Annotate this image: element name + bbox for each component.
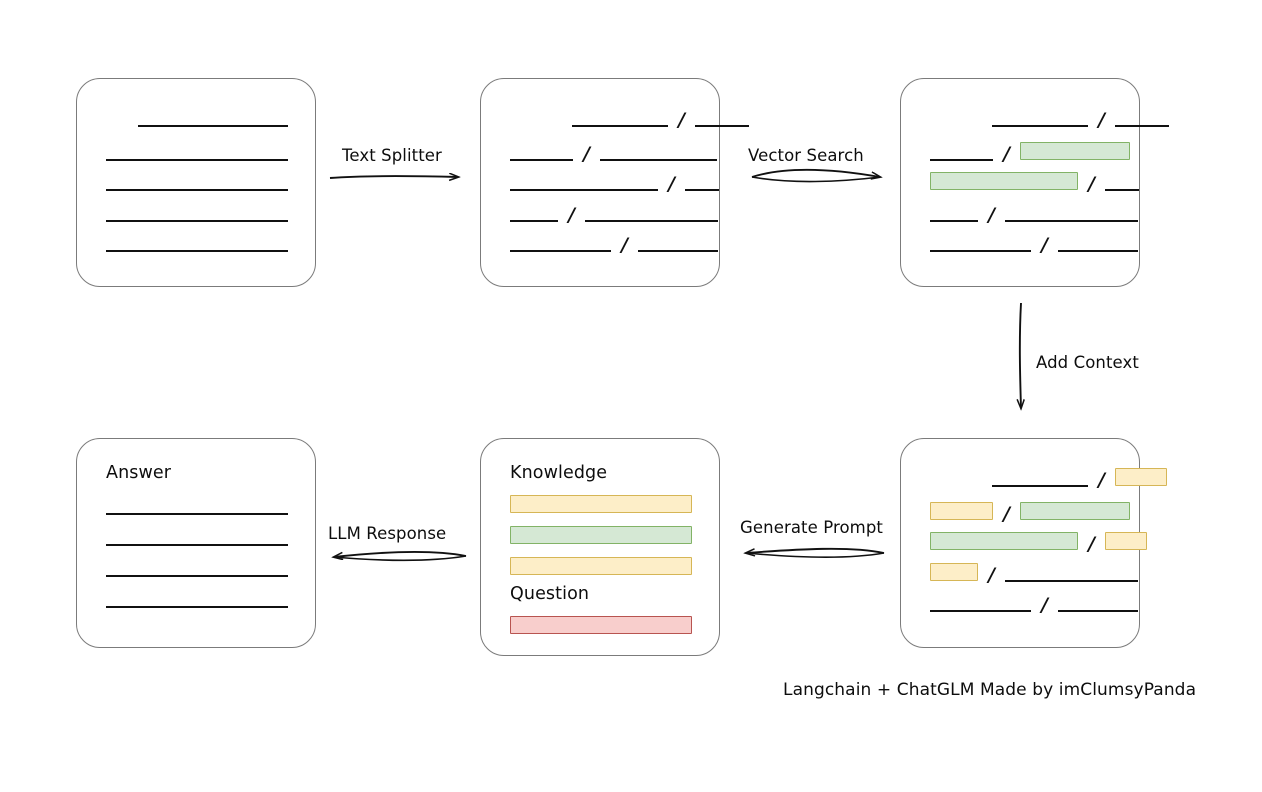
text-rule bbox=[930, 250, 1031, 252]
chunk-separator-slash: / bbox=[1088, 172, 1095, 195]
edge-vector-search bbox=[751, 168, 880, 183]
text-rule bbox=[510, 250, 611, 252]
text-rule bbox=[695, 125, 749, 127]
edge-text-splitter bbox=[329, 176, 458, 178]
chunk-separator-slash: / bbox=[988, 203, 995, 226]
highlight-chip-green[interactable] bbox=[930, 172, 1078, 190]
highlight-chip-green[interactable] bbox=[1020, 502, 1130, 520]
text-rule bbox=[930, 610, 1031, 612]
edge-generate-prompt bbox=[746, 547, 885, 558]
text-rule bbox=[1058, 610, 1138, 612]
text-rule bbox=[1058, 250, 1138, 252]
chunk-separator-slash: / bbox=[1041, 593, 1048, 616]
context-chunks-card[interactable]: / / / / / bbox=[900, 438, 1167, 648]
edge-llm-response bbox=[334, 550, 467, 562]
chunk-separator-slash: / bbox=[678, 108, 685, 131]
text-rule bbox=[1005, 220, 1138, 222]
answer-text-rule bbox=[106, 544, 288, 546]
text-rule bbox=[1005, 580, 1138, 582]
text-rule bbox=[106, 220, 288, 222]
chunk-separator-slash: / bbox=[568, 203, 575, 226]
edge-label-vector-search: Vector Search bbox=[748, 146, 864, 165]
knowledge-bar-3[interactable] bbox=[510, 557, 692, 575]
edge-label-generate-prompt: Generate Prompt bbox=[740, 518, 883, 537]
answer-text-rule bbox=[106, 575, 288, 577]
highlight-chip-green[interactable] bbox=[1020, 142, 1130, 160]
text-rule bbox=[106, 189, 288, 191]
answer-text-rule bbox=[106, 513, 288, 515]
text-rule bbox=[510, 220, 558, 222]
edge-label-text-splitter: Text Splitter bbox=[342, 146, 442, 165]
text-rule bbox=[510, 189, 658, 191]
text-rule bbox=[685, 189, 719, 191]
matched-chunks-card[interactable]: / / / / / bbox=[900, 78, 1169, 287]
text-rule bbox=[930, 220, 978, 222]
text-rule bbox=[930, 159, 993, 161]
text-rule bbox=[638, 250, 718, 252]
text-rule bbox=[992, 485, 1088, 487]
text-rule bbox=[992, 125, 1088, 127]
chunk-separator-slash: / bbox=[621, 233, 628, 256]
answer-card[interactable]: Answer bbox=[76, 438, 316, 648]
knowledge-bar-2[interactable] bbox=[510, 526, 692, 544]
source-document-card[interactable] bbox=[76, 78, 316, 287]
text-rule bbox=[138, 125, 288, 127]
highlight-chip-green[interactable] bbox=[930, 532, 1078, 550]
chunk-separator-slash: / bbox=[1098, 108, 1105, 131]
split-chunks-card[interactable]: / / / / / bbox=[480, 78, 749, 287]
chunk-separator-slash: / bbox=[1098, 468, 1105, 491]
chunk-separator-slash: / bbox=[1041, 233, 1048, 256]
edge-label-add-context: Add Context bbox=[1036, 353, 1139, 372]
text-rule bbox=[1105, 189, 1139, 191]
diagram-caption: Langchain + ChatGLM Made by imClumsyPand… bbox=[783, 680, 1197, 700]
text-rule bbox=[106, 250, 288, 252]
text-rule bbox=[572, 125, 668, 127]
highlight-chip-yellow[interactable] bbox=[1105, 532, 1147, 550]
edge-add-context bbox=[1020, 302, 1021, 408]
highlight-chip-yellow[interactable] bbox=[930, 563, 978, 581]
text-rule bbox=[510, 159, 573, 161]
knowledge-bar-1[interactable] bbox=[510, 495, 692, 513]
highlight-chip-yellow[interactable] bbox=[1115, 468, 1167, 486]
text-rule bbox=[106, 159, 288, 161]
prompt-card[interactable]: Knowledge Question bbox=[480, 438, 720, 656]
text-rule bbox=[585, 220, 718, 222]
highlight-chip-yellow[interactable] bbox=[930, 502, 993, 520]
chunk-separator-slash: / bbox=[668, 172, 675, 195]
answer-title: Answer bbox=[106, 463, 172, 483]
chunk-separator-slash: / bbox=[1003, 142, 1010, 165]
knowledge-label: Knowledge bbox=[510, 463, 608, 483]
chunk-separator-slash: / bbox=[1003, 502, 1010, 525]
chunk-separator-slash: / bbox=[1088, 532, 1095, 555]
chunk-separator-slash: / bbox=[988, 563, 995, 586]
edge-label-llm-response: LLM Response bbox=[328, 524, 447, 543]
text-rule bbox=[1115, 125, 1169, 127]
chunk-separator-slash: / bbox=[583, 142, 590, 165]
answer-text-rule bbox=[106, 606, 288, 608]
question-bar-1[interactable] bbox=[510, 616, 692, 634]
text-rule bbox=[600, 159, 717, 161]
question-label: Question bbox=[510, 584, 590, 604]
